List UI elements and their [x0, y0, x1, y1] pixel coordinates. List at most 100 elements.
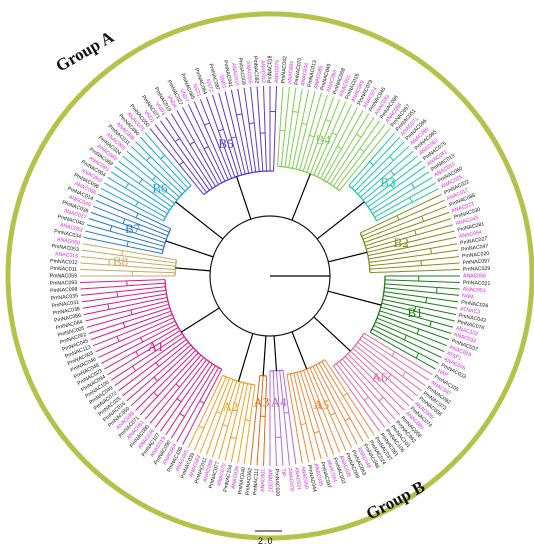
leaf-branch	[139, 136, 189, 189]
leaf-label: ANAC044	[300, 63, 310, 87]
leaf-label: NST1	[191, 83, 201, 98]
leaf-label: PmNAC040	[237, 467, 247, 495]
leaf-branch	[81, 249, 176, 264]
leaf-branch	[243, 87, 257, 173]
subgroup-label-a2: A2	[223, 399, 239, 414]
leaf-branch	[176, 367, 219, 442]
leaf-branch	[277, 86, 284, 167]
leaf-branch	[81, 289, 167, 303]
leaf-branch	[286, 374, 303, 464]
branch-stem-A6	[313, 316, 351, 352]
leaf-branch	[295, 91, 316, 170]
leaf-pair-arc	[140, 337, 144, 343]
leaf-branch	[359, 339, 426, 386]
leaf-label: ANAC076	[274, 60, 281, 83]
leaf-label: PmNAC111	[252, 468, 260, 495]
subgroup-label-a3: A3	[253, 395, 269, 410]
leaf-branch	[90, 211, 167, 240]
leaf-branch	[381, 302, 455, 322]
leaf-branch	[114, 336, 185, 386]
branch-stem-B8	[175, 267, 211, 272]
leaf-branch	[130, 145, 183, 195]
leaf-branch	[165, 116, 213, 189]
branch-stem-B7	[165, 240, 214, 258]
leaf-pair-arc	[135, 351, 139, 357]
leaf-branch	[350, 350, 410, 407]
leaf-branch	[205, 96, 236, 178]
leaf-branch	[299, 371, 328, 458]
branch-stem-A5	[291, 331, 308, 370]
leaf-branch	[86, 303, 170, 328]
branch-stem-B3	[316, 201, 365, 240]
leaf-branch	[323, 110, 364, 181]
leaf-pair-arc	[344, 417, 351, 422]
group-outer-rings	[5, 11, 534, 541]
leaf-branch	[110, 171, 170, 211]
leaf-branch	[93, 205, 168, 237]
leaf-branch	[101, 323, 178, 364]
leaf-pair-arc	[199, 400, 205, 404]
group-a-ring	[5, 280, 499, 541]
leaf-pair-arc	[425, 297, 428, 303]
leaf-pair-arc	[179, 161, 184, 166]
leaf-branch	[199, 378, 231, 453]
leaf-branch	[118, 339, 187, 392]
leaf-branch	[339, 361, 391, 424]
leaf-branch	[369, 256, 460, 267]
leaf-branch	[182, 107, 223, 184]
leaf-branch	[230, 89, 250, 174]
leaf-branch	[224, 91, 246, 175]
leaf-branch	[371, 328, 439, 364]
leaf-label: ANAC056	[463, 273, 486, 279]
subgroup-label-a4: A4	[271, 395, 287, 410]
leaf-pair-arc	[410, 183, 415, 189]
leaf-branch	[282, 370, 297, 465]
leaf-branch	[357, 342, 422, 392]
leaf-branch	[289, 373, 310, 463]
leaf-pair-arc	[430, 248, 432, 254]
leaf-branch	[374, 182, 436, 218]
leaf-pair-arc	[126, 241, 129, 247]
leaf-pair-arc	[331, 132, 338, 136]
leaf-branch	[280, 86, 290, 167]
leaf-branch	[376, 317, 447, 347]
leaf-pair-arc	[222, 424, 229, 427]
leaf-branch	[263, 375, 268, 466]
leaf-branch	[357, 145, 410, 195]
leaf-branch	[126, 344, 192, 402]
leaf-branch	[212, 380, 238, 458]
leaf-label: ANAC085	[313, 65, 324, 89]
leaf-pair-arc	[176, 398, 182, 403]
leaf-branch	[176, 110, 219, 185]
leaf-branch	[187, 375, 224, 448]
leaf-label: PmNAC047	[461, 243, 489, 253]
leaf-pair-arc	[155, 362, 160, 367]
leaf-branch	[83, 236, 163, 255]
leaf-pair-arc	[429, 321, 432, 327]
branch-arc-A1	[164, 279, 222, 370]
leaf-label: PmNAC034	[54, 229, 82, 240]
leaf-branch	[279, 370, 290, 466]
leaf-pair-arc	[355, 133, 362, 138]
leaf-label: PmNAC020	[273, 469, 280, 497]
leaf-branch	[365, 218, 452, 247]
leaf-label: PmNAC104	[223, 464, 234, 492]
leaf-label: TIP	[280, 468, 287, 477]
leaf-branch	[80, 262, 176, 271]
scale-bar: 2.0	[255, 530, 282, 546]
leaf-label: PmNAC092	[252, 56, 260, 84]
leaf-branch	[372, 176, 433, 215]
leaf-pair-arc	[313, 430, 320, 434]
leaf-branch	[376, 188, 439, 222]
leaf-branch	[369, 331, 436, 370]
leaf-labels: PmNAC059PmNAC011PmNAC012ANAC016PmNAC053A…	[50, 55, 491, 496]
leaf-branch	[369, 262, 460, 270]
leaf-pair-arc	[236, 113, 243, 116]
leaf-branch	[256, 375, 264, 466]
leaf-label: ANAC053	[59, 222, 83, 233]
leaf-label: ANAC051	[462, 287, 486, 295]
leaf-label: PmNAC053	[51, 243, 79, 253]
leaf-branch	[83, 296, 168, 316]
leaf-branch	[355, 345, 418, 397]
subgroup-label-b6: B6	[152, 180, 168, 195]
